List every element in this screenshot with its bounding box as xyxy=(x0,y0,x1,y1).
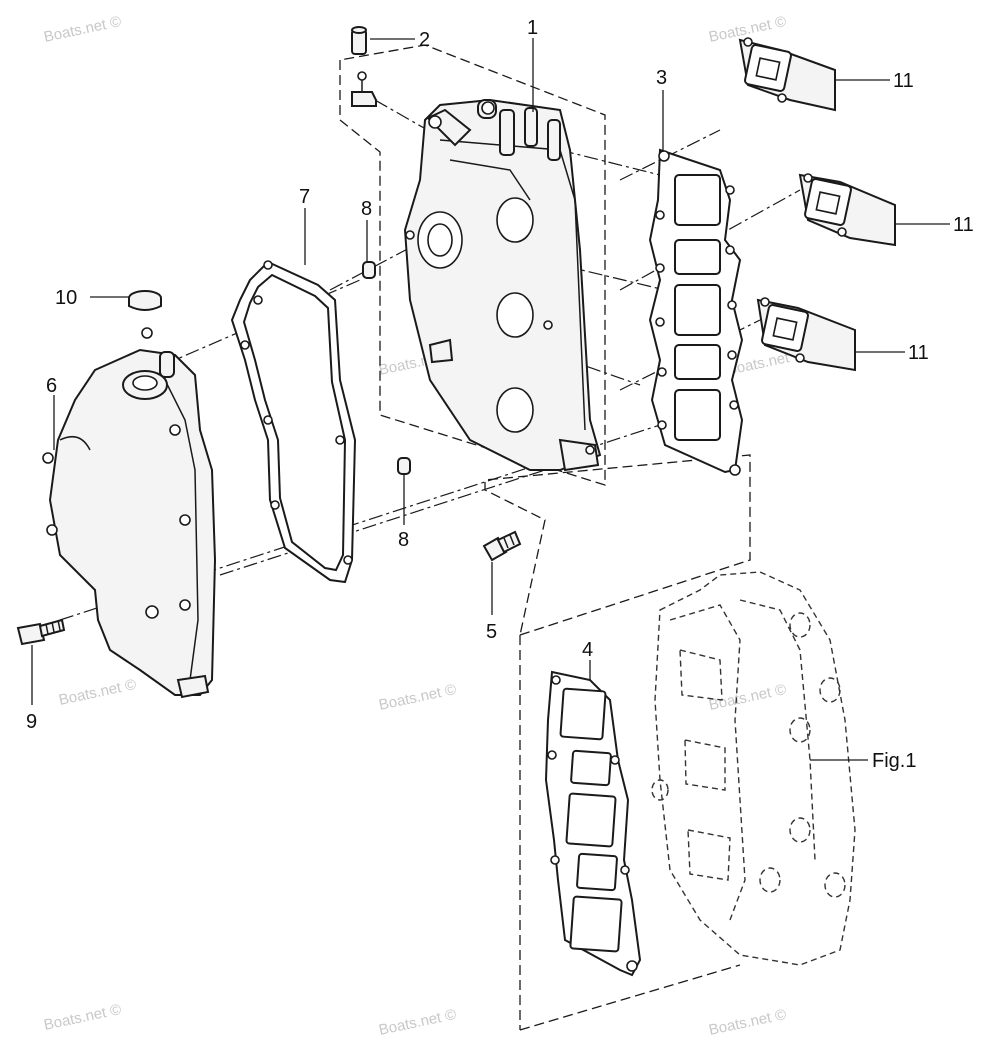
reed-valve-part-11 xyxy=(738,37,836,112)
callout-7: 7 xyxy=(299,186,310,208)
plug-part-2 xyxy=(351,26,377,107)
callout-9: 9 xyxy=(26,711,37,733)
dowel-pin-part-8 xyxy=(362,261,376,279)
assembly-outline-lower xyxy=(484,454,751,1031)
watermark-text: Boats.net © xyxy=(707,1006,787,1039)
watermark-text: Boats.net © xyxy=(42,13,122,46)
watermark-text: Boats.net © xyxy=(42,1001,122,1034)
bolt-part-5 xyxy=(482,530,522,562)
leader-lines xyxy=(31,38,950,761)
callout-4: 4 xyxy=(582,639,593,661)
bolt-part-9 xyxy=(16,618,66,646)
crankcase-block-fig-1 xyxy=(651,571,856,966)
callout-11-middle: 11 xyxy=(953,214,974,236)
cylinder-head-cover-part-6 xyxy=(42,348,217,699)
manifold-gasket-part-3 xyxy=(648,148,744,476)
watermark-text: Boats.net © xyxy=(57,676,137,709)
callout-2: 2 xyxy=(419,29,430,51)
dowel-pin-part-8 xyxy=(397,457,411,475)
callout-10: 10 xyxy=(55,287,77,309)
cap-part-10 xyxy=(128,290,162,339)
callout-11-top: 11 xyxy=(893,70,914,92)
callouts: 1 2 3 4 5 6 7 8 8 9 10 11 11 11 Fig.1 xyxy=(26,17,974,772)
callout-6: 6 xyxy=(46,375,57,397)
callout-11-bottom: 11 xyxy=(908,342,929,364)
watermark-text: Boats.net © xyxy=(377,681,457,714)
assembly-outline-upper xyxy=(339,44,606,486)
callout-8-upper: 8 xyxy=(361,198,372,220)
callout-fig-1: Fig.1 xyxy=(872,750,916,772)
reed-valve-part-11 xyxy=(798,173,896,247)
watermark-text: Boats.net © xyxy=(707,681,787,714)
callout-3: 3 xyxy=(656,67,667,89)
callout-8-lower: 8 xyxy=(398,529,409,551)
reed-valve-part-11 xyxy=(756,297,856,372)
callout-1: 1 xyxy=(527,17,538,39)
intake-manifold-part-1 xyxy=(403,98,602,472)
watermark-text: Boats.net © xyxy=(377,1006,457,1039)
cover-gasket-part-7 xyxy=(230,260,357,584)
callout-5: 5 xyxy=(486,621,497,643)
lower-gasket-part-4 xyxy=(544,670,642,977)
